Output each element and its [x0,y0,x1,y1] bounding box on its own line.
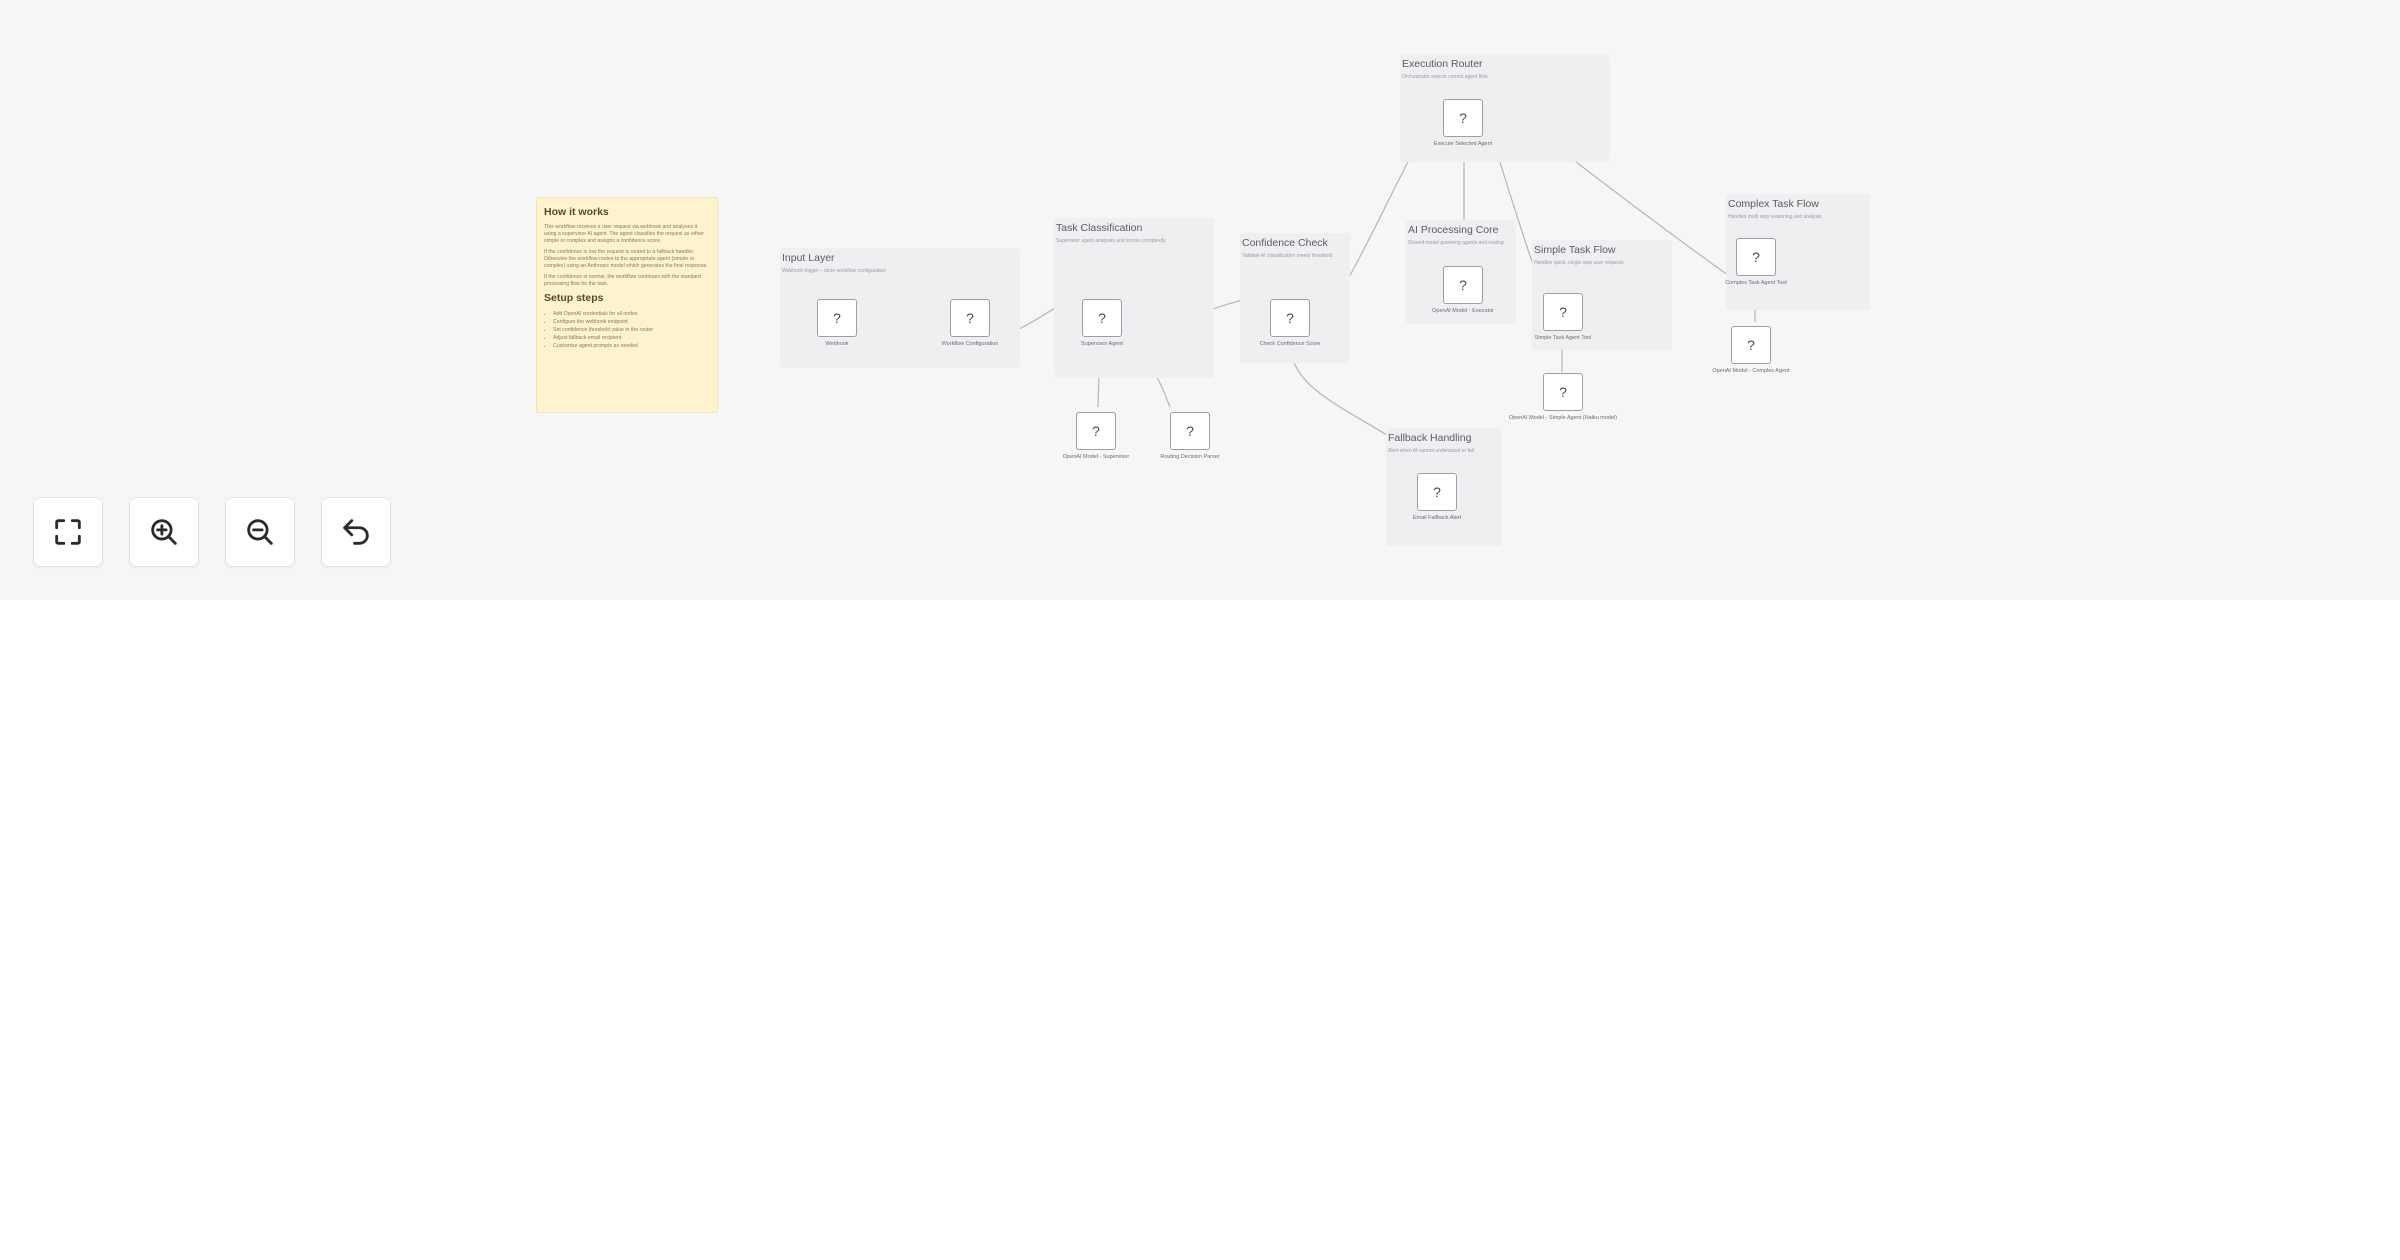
node-label: Webhook [825,341,849,347]
unknown-node-icon: ? [1559,384,1567,400]
group-title: Execution Router [1402,58,1483,70]
sticky-steps-title: Setup steps [544,292,604,304]
node-label: OpenAI Model - Supervisor [1062,454,1130,460]
group-task-classification[interactable]: Task Classification Supervisor agent ana… [1054,218,1214,378]
workflow-canvas[interactable]: How it works This workflow receives a us… [0,0,2400,600]
node-label: Email Fallback Alert [1412,515,1462,521]
zoom-in-button[interactable] [129,497,199,567]
setup-step: Add OpenAI credentials for all nodes [553,310,710,318]
node-openai-model-supervisor[interactable]: ? [1076,412,1116,450]
node-label: OpenAI Model - Executor [1432,308,1494,314]
node-simple-task-agent-tool[interactable]: ? [1543,293,1583,331]
setup-steps-list: Add OpenAI credentials for all nodes Con… [544,310,710,350]
node-label: Supervisor Agent [1081,341,1123,347]
group-execution-router[interactable]: Execution Router Orchestrator selects co… [1400,54,1610,162]
sticky-note-how-it-works[interactable]: How it works This workflow receives a us… [536,197,718,413]
node-openai-model-executor[interactable]: ? [1443,266,1483,304]
unknown-node-icon: ? [1559,304,1567,320]
setup-step: Customise agent prompts as needed [553,342,710,350]
node-execute-selected-agent[interactable]: ? [1443,99,1483,137]
zoom-out-button[interactable] [225,497,295,567]
sticky-title: How it works [544,206,609,218]
group-title: Simple Task Flow [1534,244,1616,256]
group-title: Confidence Check [1242,237,1328,249]
undo-button[interactable] [321,497,391,567]
group-title: Task Classification [1056,222,1143,234]
unknown-node-icon: ? [1098,310,1106,326]
group-description: Orchestrator selects correct agent flow [1402,74,1488,80]
group-title: AI Processing Core [1408,224,1499,236]
node-label: Workflow Configuration [941,341,999,347]
group-description: Handles multi step reasoning and analysi… [1728,214,1822,220]
unknown-node-icon: ? [966,310,974,326]
node-label: Routing Decision Parser [1160,454,1220,460]
node-workflow-configuration[interactable]: ? [950,299,990,337]
unknown-node-icon: ? [1186,423,1194,439]
node-openai-model-simple[interactable]: ? [1543,373,1583,411]
unknown-node-icon: ? [1459,110,1467,126]
node-complex-task-agent-tool[interactable]: ? [1736,238,1776,276]
group-title: Input Layer [782,252,835,264]
group-title: Complex Task Flow [1728,198,1819,210]
sticky-paragraph: If the confidence is low the request is … [544,249,708,269]
setup-step: Configure the webhook endpoint [553,318,710,326]
sticky-paragraph: This workflow receives a user request vi… [544,224,704,244]
node-check-confidence-score[interactable]: ? [1270,299,1310,337]
unknown-node-icon: ? [1286,310,1294,326]
setup-step: Set confidence threshold value in the ro… [553,326,710,334]
node-label: Execute Selected Agent [1433,141,1493,147]
group-confidence-check[interactable]: Confidence Check Validate AI classificat… [1240,233,1350,363]
zoom-in-icon [151,519,177,545]
setup-step: Adjust fallback email recipient [553,334,710,342]
unknown-node-icon: ? [1747,337,1755,353]
unknown-node-icon: ? [833,310,841,326]
unknown-node-icon: ? [1433,484,1441,500]
sticky-paragraph: If the confidence is normal, the workflo… [544,274,701,287]
group-description: Shared model powering agents and routing [1408,240,1504,246]
group-description: Alert when AI cannot understand or fail [1388,448,1474,454]
unknown-node-icon: ? [1752,249,1760,265]
expand-icon [55,519,81,545]
group-description: Handles quick, single step user requests [1534,260,1624,266]
group-description: Supervisor agent analyses and scores com… [1056,238,1166,244]
node-label: OpenAI Model - Simple Agent (Haiku model… [1508,415,1618,421]
node-label: Complex Task Agent Tool [1725,280,1787,286]
node-webhook[interactable]: ? [817,299,857,337]
undo-icon [343,519,369,545]
node-routing-decision-parser[interactable]: ? [1170,412,1210,450]
group-title: Fallback Handling [1388,432,1472,444]
unknown-node-icon: ? [1092,423,1100,439]
node-supervisor-agent[interactable]: ? [1082,299,1122,337]
node-openai-model-complex[interactable]: ? [1731,326,1771,364]
zoom-out-icon [247,519,273,545]
group-description: Webhook trigger – store workflow configu… [782,268,887,274]
node-label: Check Confidence Score [1259,341,1321,347]
group-description: Validate AI classification meets thresho… [1242,253,1333,259]
node-label: OpenAI Model - Complex Agent [1712,368,1790,374]
node-label: Simple Task Agent Tool [1534,335,1592,341]
fit-view-button[interactable] [33,497,103,567]
unknown-node-icon: ? [1459,277,1467,293]
node-email-fallback-alert[interactable]: ? [1417,473,1457,511]
